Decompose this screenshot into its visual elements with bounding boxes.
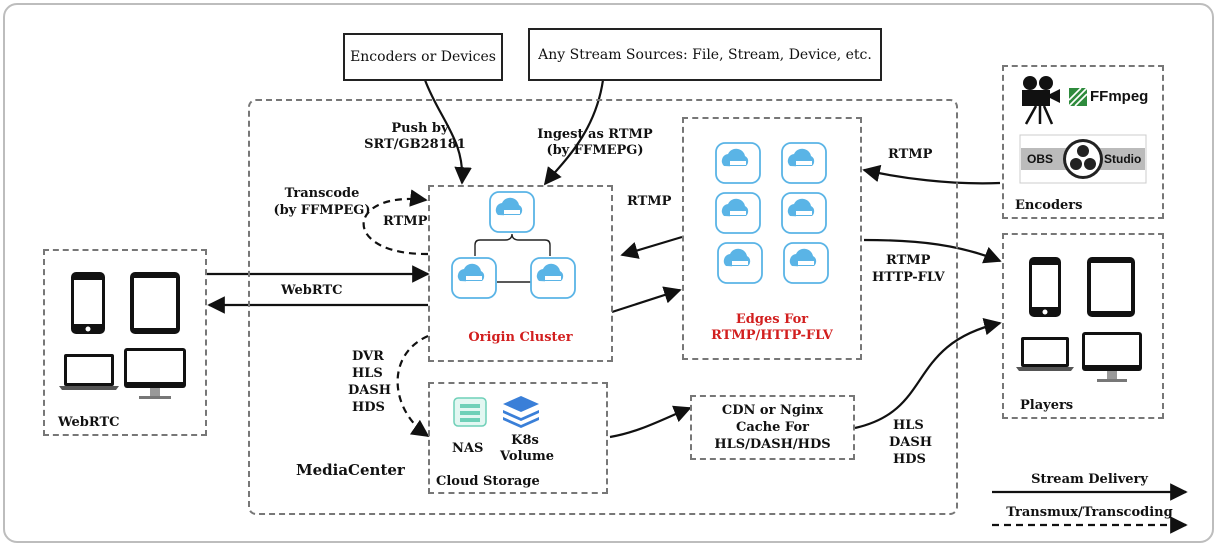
- encoders-devices-box: Encoders or Devices: [343, 33, 503, 81]
- cdn-label-2: Cache For: [736, 420, 809, 435]
- cdn-hls-label: HLS: [893, 418, 924, 433]
- edges-label-1: Edges For: [735, 312, 809, 327]
- encoders-devices-label: Encoders or Devices: [350, 49, 496, 65]
- webrtc-group-box: [43, 249, 207, 436]
- legend-transmux: Transmux/Transcoding: [1006, 505, 1173, 520]
- rtmp-edges-origin-label: RTMP: [627, 194, 672, 209]
- transcode-by-label: (by FFMPEG): [273, 203, 371, 218]
- players-group-label: Players: [1020, 398, 1074, 413]
- storage-cdn-arrow: [609, 405, 692, 439]
- webrtc-arrow-label: WebRTC: [281, 283, 343, 298]
- origin-cluster-label: Origin Cluster: [468, 330, 573, 345]
- ingest-by-label: (by FFMEPG): [546, 143, 644, 158]
- rtmp-players-label: RTMP: [886, 253, 931, 268]
- cdn-hds-label: HDS: [893, 452, 926, 467]
- cloud-storage-label: Cloud Storage: [436, 474, 540, 489]
- nas-label: NAS: [452, 441, 484, 456]
- cdn-label-1: CDN or Nginx: [721, 403, 824, 418]
- rtmp-players-arrow: [863, 238, 1002, 264]
- rtmp-loop-label: RTMP: [383, 214, 428, 229]
- origin-edges-arrow: [611, 286, 682, 314]
- k8s-label-1: K8s: [511, 433, 539, 448]
- rtmp-edges-origin-arrow: [620, 235, 683, 259]
- rtmp-encoders-arrow: [862, 164, 1001, 185]
- hls-label: HLS: [352, 366, 383, 381]
- k8s-label-2: Volume: [500, 449, 554, 464]
- cloud-storage-box: [428, 382, 608, 494]
- any-stream-label: Any Stream Sources: File, Stream, Device…: [538, 47, 872, 63]
- any-stream-box: Any Stream Sources: File, Stream, Device…: [528, 28, 882, 81]
- obs-logo-left-text: OBS: [1027, 152, 1054, 166]
- push-proto-label: SRT/GB28181: [364, 137, 466, 152]
- rtmp-encoders-label: RTMP: [888, 147, 933, 162]
- edges-box: [682, 117, 862, 360]
- push-by-label: Push by: [391, 121, 449, 136]
- legend-stream-delivery: Stream Delivery: [1031, 472, 1148, 487]
- obs-logo-right-text: Studio: [1104, 152, 1142, 166]
- cdn-label-3: HLS/DASH/HDS: [714, 437, 831, 452]
- ingest-arrow: [543, 79, 605, 186]
- media-center-box: [248, 99, 958, 515]
- httpflv-players-label: HTTP-FLV: [872, 270, 945, 285]
- transcode-label: Transcode: [284, 186, 360, 201]
- dvr-arrow: [396, 334, 430, 437]
- webrtc-group-label: WebRTC: [58, 415, 120, 430]
- cdn-players-arrow: [854, 318, 1002, 430]
- cdn-dash-label: DASH: [889, 435, 933, 450]
- encoders-group-label: Encoders: [1015, 198, 1083, 213]
- ingest-as-label: Ingest as RTMP: [537, 127, 653, 142]
- dash-label: DASH: [348, 383, 392, 398]
- origin-cluster-box: [428, 185, 613, 362]
- media-center-label: MediaCenter: [296, 461, 405, 479]
- players-group-box: [1002, 233, 1164, 419]
- dvr-label: DVR: [352, 349, 384, 364]
- ffmpeg-logo-text: FFmpeg: [1090, 88, 1149, 105]
- push-arrow: [423, 79, 472, 185]
- encoders-group-box: [1002, 65, 1164, 219]
- edges-label-2: RTMP/HTTP-FLV: [711, 328, 833, 343]
- diagram-frame: [3, 3, 1214, 543]
- hds-label: HDS: [352, 400, 385, 415]
- transcode-loop-arrow: [362, 189, 429, 256]
- cdn-box: [690, 395, 855, 460]
